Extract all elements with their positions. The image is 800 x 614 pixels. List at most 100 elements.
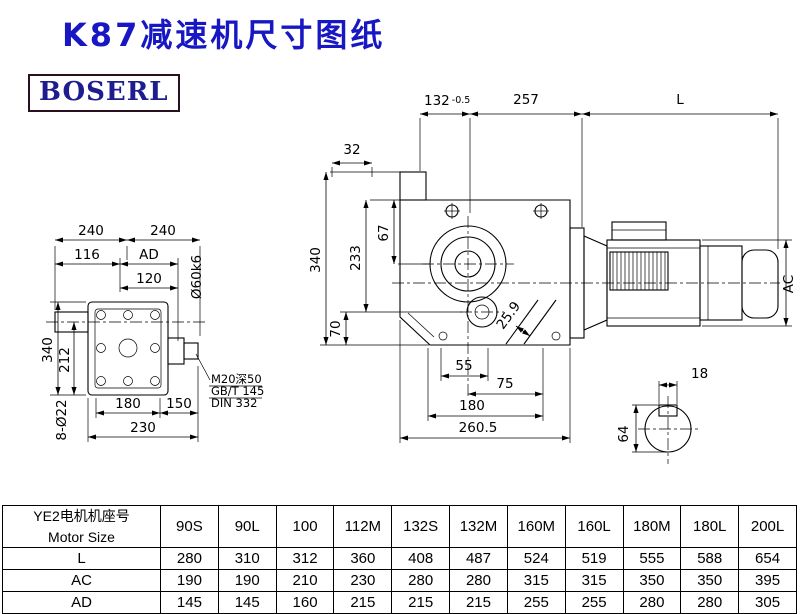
cell-l-180m: 555 (622, 547, 682, 570)
gearbox-dimension-drawing: 240 240 116 AD 120 Ø60k6 340 212 180 150… (40, 92, 797, 464)
cell-ac-180m: 350 (622, 569, 682, 592)
dim-label-257: 257 (513, 92, 539, 108)
dim-label-ad: AD (139, 247, 159, 263)
motor-fin-block (609, 251, 669, 291)
row-label-ad: AD (2, 591, 161, 614)
cell-l-132s: 408 (391, 547, 451, 570)
left-view-dimensions: 240 240 116 AD 120 Ø60k6 340 212 180 150… (40, 223, 264, 442)
dim-label-32: 32 (343, 142, 360, 158)
mounting-face (94, 308, 162, 389)
cell-ac-132m: 280 (449, 569, 508, 592)
brand-logo: BOSERL (28, 74, 180, 112)
dim-label-55: 55 (455, 358, 472, 374)
cell-ac-200l: 395 (738, 569, 797, 592)
cell-ac-160m: 315 (506, 569, 566, 592)
table-header-en: Motor Size (48, 528, 115, 545)
main-view-drawing (399, 171, 571, 398)
motor-fan-cover (741, 249, 779, 319)
cell-l-132m: 487 (449, 547, 508, 570)
cell-ac-132s: 280 (391, 569, 451, 592)
dim-label-260-5: 260.5 (459, 420, 498, 436)
table-header-cn: YE2电机机座号 (33, 508, 130, 525)
output-flange-step1 (167, 337, 185, 365)
rib-line-1 (505, 299, 539, 345)
main-view-dimensions: 132-0.5 257 L 32 340 233 67 70 25.9 55 7… (308, 92, 797, 443)
dim-label-150: 150 (166, 396, 192, 412)
dim-label-340-left-view: 340 (40, 337, 56, 363)
gearbox-body-rear (87, 301, 169, 396)
cell-l-180l: 588 (680, 547, 740, 570)
cell-l-112m: 360 (333, 547, 393, 570)
thread-spec-line3: DIN 332 (211, 396, 257, 410)
dim-label-shaft-dia: Ø60k6 (189, 255, 205, 299)
dim-label-120: 120 (136, 271, 162, 287)
cell-ac-90s: 190 (160, 569, 219, 592)
cell-ad-160m: 255 (506, 591, 566, 614)
column-header-160m: 160M (506, 505, 566, 548)
column-header-132s: 132S (391, 505, 451, 548)
cell-ad-180m: 280 (622, 591, 682, 614)
page-title: K87减速机尺寸图纸 (62, 16, 386, 54)
table-header-motor-size: YE2电机机座号 Motor Size (2, 505, 161, 548)
cell-ac-100: 210 (275, 569, 335, 592)
dim-label-AC: AC (781, 275, 797, 293)
column-header-112m: 112M (333, 505, 393, 548)
cell-l-100: 312 (275, 547, 335, 570)
dim-132-tolerance: -0.5 (452, 95, 471, 106)
dim-label-240-left: 240 (78, 223, 104, 239)
cell-l-200l: 654 (738, 547, 797, 570)
cell-ad-90l: 145 (217, 591, 277, 614)
column-header-200l: 200L (738, 505, 797, 548)
output-flange-step2 (183, 342, 199, 360)
dim-132-value: 132 (424, 93, 450, 109)
dim-label-bolt-holes: 8-Ø22 (54, 399, 70, 440)
column-header-180l: 180L (680, 505, 740, 548)
cell-ad-132s: 215 (391, 591, 451, 614)
dim-label-180: 180 (459, 398, 485, 414)
column-header-132m: 132M (449, 505, 508, 548)
dim-label-67: 67 (376, 224, 392, 241)
dim-label-25-9: 25.9 (493, 299, 524, 333)
cell-ad-90s: 145 (160, 591, 219, 614)
center-recess (118, 338, 138, 358)
brand-logo-text: BOSERL (39, 77, 169, 107)
gearbox-housing (399, 199, 571, 346)
cell-l-160m: 524 (506, 547, 566, 570)
cell-ad-100: 160 (275, 591, 335, 614)
dim-label-240-right: 240 (150, 223, 176, 239)
column-header-100: 100 (275, 505, 335, 548)
row-label-ac: AC (2, 569, 161, 592)
rib-line-2 (523, 299, 557, 345)
dim-label-64: 64 (616, 425, 632, 442)
row-label-l: L (2, 547, 161, 570)
cell-ad-112m: 215 (333, 591, 393, 614)
cell-ac-180l: 350 (680, 569, 740, 592)
cell-l-160l: 519 (564, 547, 624, 570)
column-header-90s: 90S (160, 505, 219, 548)
dim-label-L: L (676, 92, 684, 108)
keyway (658, 404, 678, 417)
dim-label-180-left-view: 180 (115, 396, 141, 412)
cell-ac-112m: 230 (333, 569, 393, 592)
thread-spec-line2: GB/T 145 (211, 384, 264, 398)
output-boss (399, 171, 427, 201)
dim-label-340: 340 (308, 247, 324, 273)
dim-label-75: 75 (496, 376, 513, 392)
shaft-section-drawing: 18 64 (616, 366, 708, 464)
dim-label-116: 116 (74, 247, 100, 263)
column-header-160l: 160L (564, 505, 624, 548)
thread-spec-line1: M20深50 (211, 372, 262, 386)
cell-l-90l: 310 (217, 547, 277, 570)
cell-ac-90l: 190 (217, 569, 277, 592)
dim-label-70: 70 (328, 320, 344, 337)
cell-ad-160l: 255 (564, 591, 624, 614)
dim-label-132: 132-0.5 (424, 93, 470, 109)
cell-ad-180l: 280 (680, 591, 740, 614)
cell-l-90s: 280 (160, 547, 219, 570)
cell-ad-132m: 215 (449, 591, 508, 614)
dim-label-230: 230 (130, 420, 156, 436)
